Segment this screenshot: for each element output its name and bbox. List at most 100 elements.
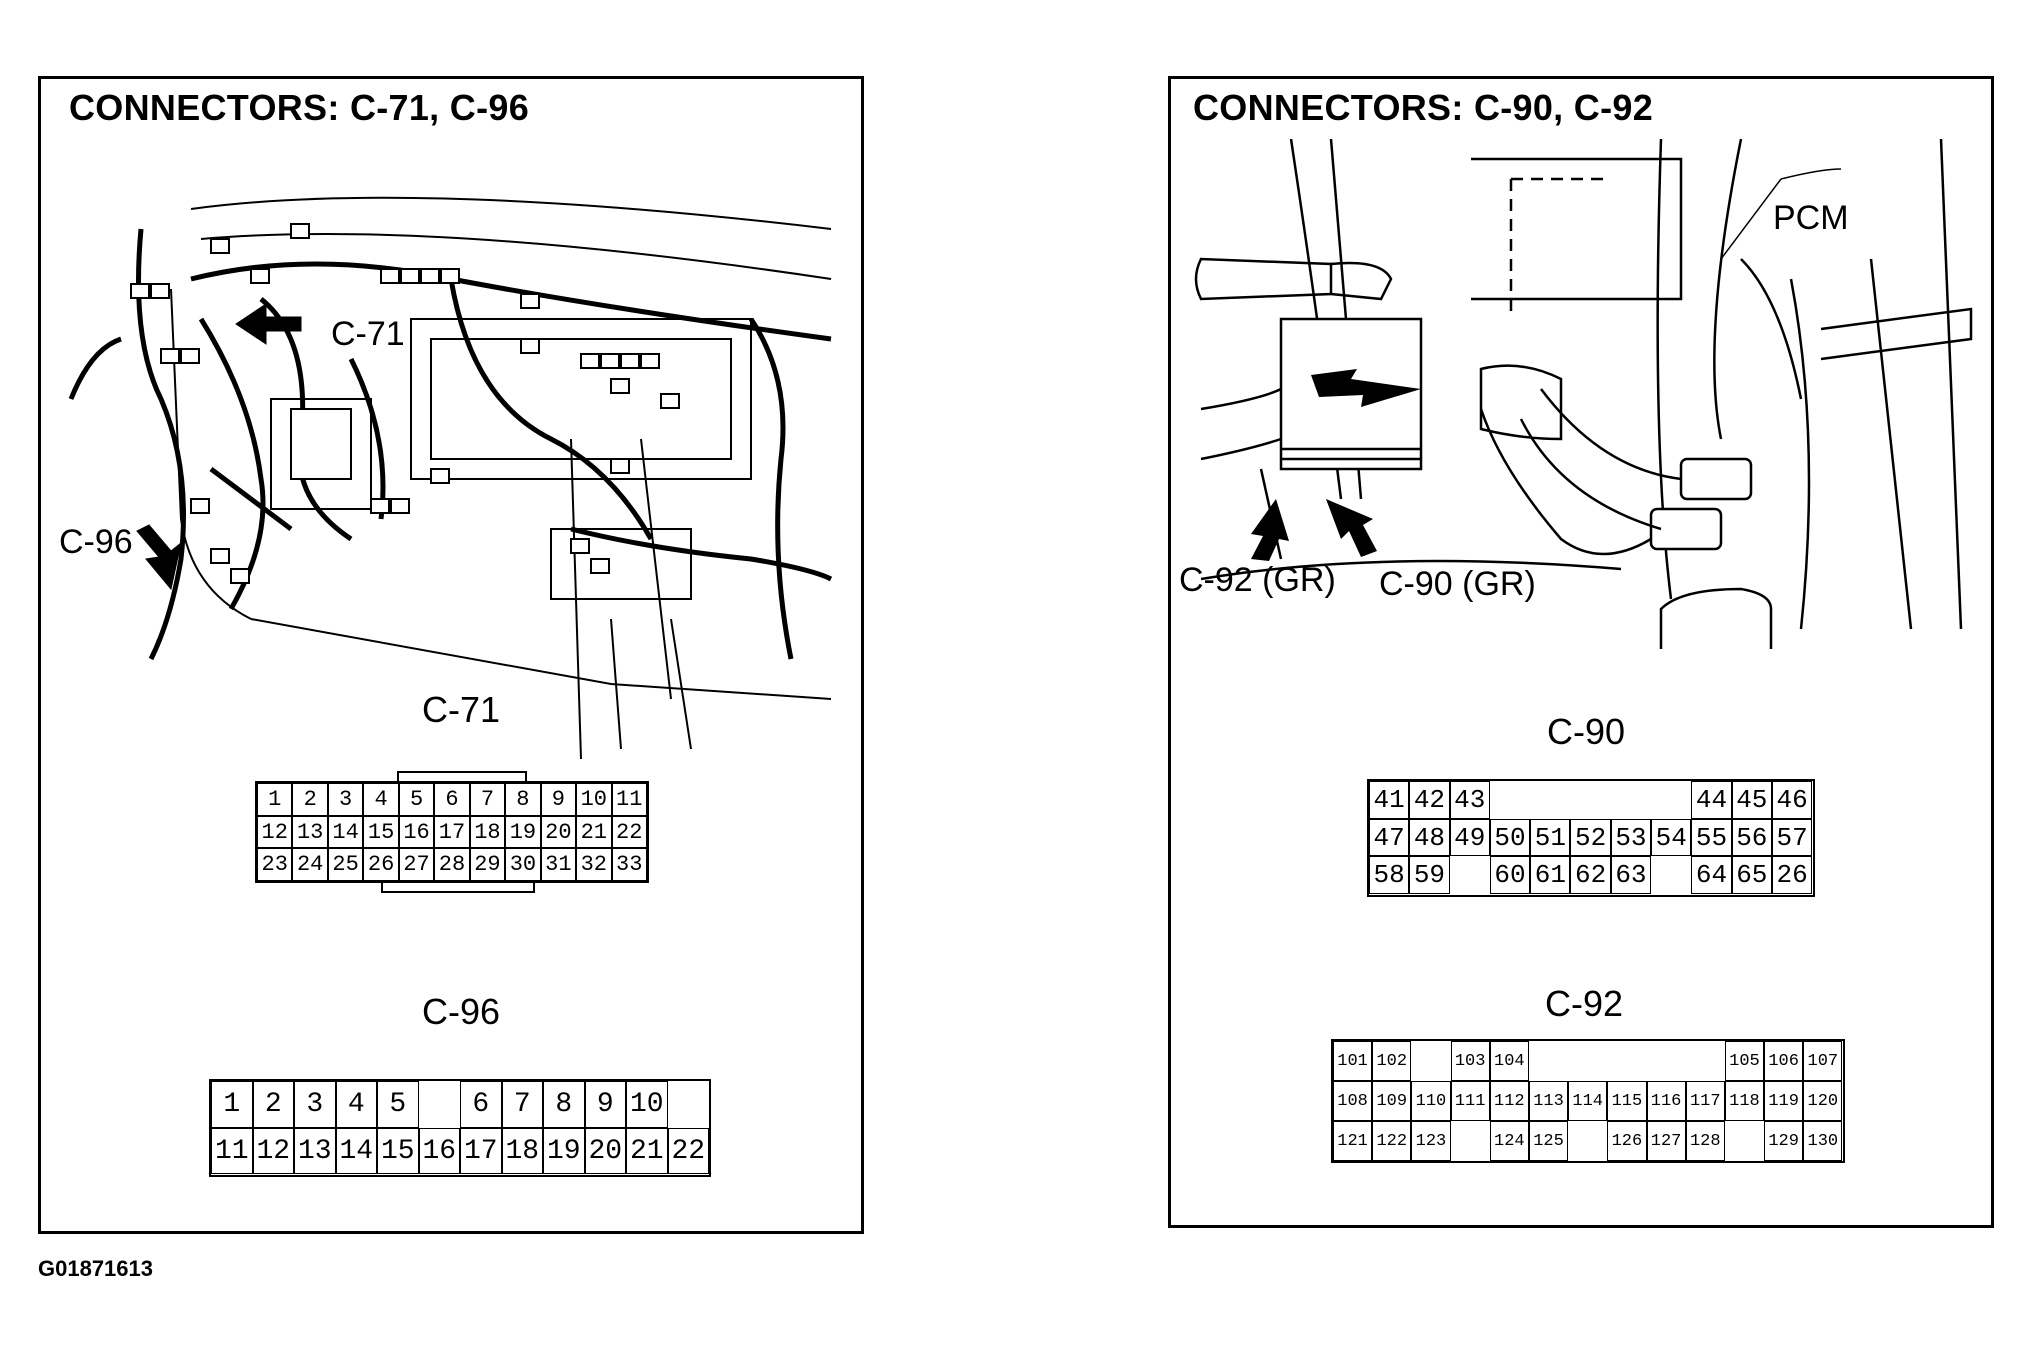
c92-pin: 128 xyxy=(1685,1121,1725,1161)
c71-pin: 18 xyxy=(469,815,506,848)
c90-pin: 63 xyxy=(1610,856,1652,894)
c71-callout: C-71 xyxy=(331,315,405,353)
c92-pin xyxy=(1411,1041,1450,1081)
c90-pin: 43 xyxy=(1449,781,1490,819)
c90-pin: 26 xyxy=(1771,856,1813,894)
c71-pin: 22 xyxy=(611,815,647,848)
c90-pin xyxy=(1530,781,1570,819)
c71-pin: 13 xyxy=(292,815,328,848)
c92-pin: 121 xyxy=(1333,1121,1373,1161)
c96-pin: 16 xyxy=(418,1127,460,1174)
c71-pin: 1 xyxy=(257,783,293,816)
c96-pin: 6 xyxy=(460,1081,502,1128)
c92-pin: 104 xyxy=(1489,1041,1529,1081)
c92-pin xyxy=(1529,1041,1568,1081)
c71-pin: 31 xyxy=(540,848,577,881)
c92-pin: 125 xyxy=(1528,1121,1569,1161)
c92-pin: 129 xyxy=(1764,1121,1804,1161)
c90-pin: 57 xyxy=(1771,818,1813,856)
c90-pin: 55 xyxy=(1691,818,1732,856)
c96-pin: 22 xyxy=(667,1127,709,1174)
right-panel: CONNECTORS: C-90, C-92 xyxy=(1168,76,1994,1228)
c90-pin: 41 xyxy=(1369,781,1410,819)
c71-pin: 7 xyxy=(469,783,506,816)
c90-pin: 52 xyxy=(1570,818,1611,856)
c90-pin xyxy=(1611,781,1651,819)
c92-pin: 113 xyxy=(1528,1081,1569,1121)
c71-pin: 12 xyxy=(257,815,293,848)
c71-pin: 16 xyxy=(398,815,435,848)
c71-pin: 6 xyxy=(434,783,470,816)
c92-pin: 119 xyxy=(1764,1081,1804,1121)
c90-pin xyxy=(1490,781,1530,819)
c96-callout: C-96 xyxy=(59,523,133,561)
c90-pin: 54 xyxy=(1651,818,1692,856)
c92-pin: 127 xyxy=(1646,1121,1686,1161)
c96-pin: 13 xyxy=(294,1127,336,1174)
c92-callout: C-92 (GR) xyxy=(1179,561,1336,599)
c90-pin: 59 xyxy=(1409,856,1450,894)
c92-pin: 101 xyxy=(1333,1041,1373,1081)
c92-pin xyxy=(1568,1121,1607,1161)
c71-pin: 19 xyxy=(505,815,541,848)
c96-pin: 21 xyxy=(626,1127,668,1174)
c71-pin: 27 xyxy=(398,848,435,881)
c90-pin: 44 xyxy=(1691,781,1732,819)
c90-pin: 47 xyxy=(1369,818,1410,856)
c71-pin: 24 xyxy=(292,848,328,881)
c71-pin: 2 xyxy=(292,783,328,816)
c96-pin: 3 xyxy=(294,1081,336,1128)
c96-pin: 9 xyxy=(584,1081,626,1128)
c71-pin: 21 xyxy=(576,815,612,848)
c92-pin: 116 xyxy=(1646,1081,1686,1121)
c96-pin: 10 xyxy=(626,1081,668,1128)
c92-pin: 114 xyxy=(1568,1081,1608,1121)
c71-pin: 28 xyxy=(434,848,470,881)
c71-pin: 4 xyxy=(363,783,399,816)
c96-pin: 8 xyxy=(543,1081,585,1128)
c96-pin: 20 xyxy=(584,1127,626,1174)
c92-pin: 118 xyxy=(1724,1081,1765,1121)
c71-pin: 3 xyxy=(327,783,364,816)
c71-pin: 25 xyxy=(327,848,364,881)
c96-pin: 5 xyxy=(377,1081,419,1128)
c96-pin: 18 xyxy=(501,1127,543,1174)
c71-pin: 26 xyxy=(363,848,399,881)
c71-pin: 8 xyxy=(505,783,541,816)
c90-pin xyxy=(1570,781,1610,819)
c90-pin: 62 xyxy=(1570,856,1611,894)
c92-pin xyxy=(1725,1121,1764,1161)
c90-pin xyxy=(1651,856,1691,894)
c92-pin: 102 xyxy=(1372,1041,1412,1081)
pcm-callout: PCM xyxy=(1773,199,1849,237)
c71-pin: 33 xyxy=(611,848,647,881)
c71-pin: 23 xyxy=(257,848,293,881)
c92-pin: 103 xyxy=(1450,1041,1490,1081)
c92-pin xyxy=(1568,1041,1607,1081)
c96-pin: 17 xyxy=(460,1127,502,1174)
c92-pin: 117 xyxy=(1685,1081,1725,1121)
left-panel: CONNECTORS: C-71, C-96 xyxy=(38,76,864,1234)
c96-pin: 11 xyxy=(211,1127,253,1174)
dashboard-harness-illustration xyxy=(68,196,833,759)
c71-pin: 17 xyxy=(434,815,470,848)
c71-pin: 20 xyxy=(540,815,577,848)
c96-connector-label: C-96 xyxy=(421,991,501,1032)
c90-pin xyxy=(1450,856,1490,894)
